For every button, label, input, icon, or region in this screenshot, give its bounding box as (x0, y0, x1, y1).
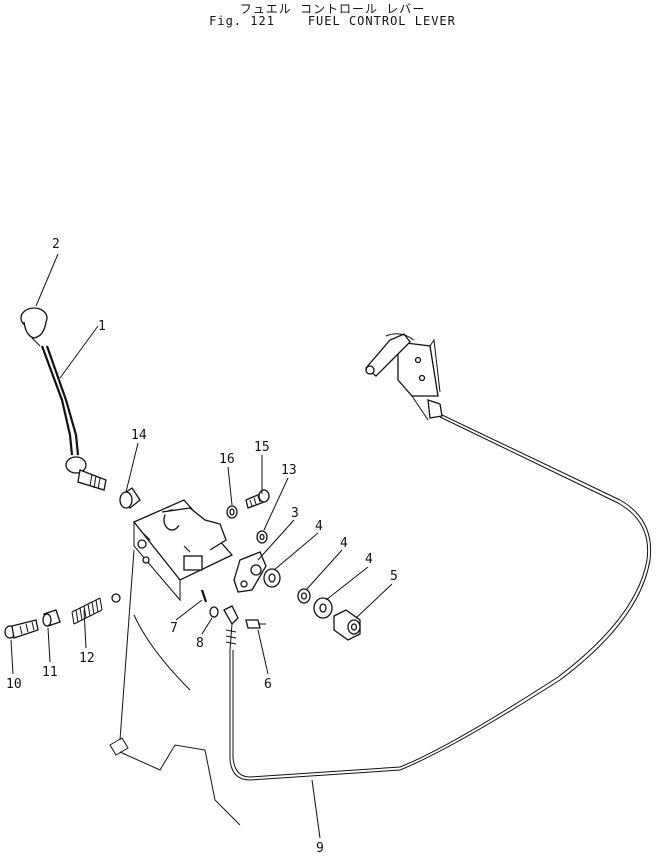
callout-13: 12 (79, 651, 95, 666)
callout-15: 14 (131, 428, 147, 443)
leader-lines (10, 253, 393, 839)
washer-9-part (209, 606, 219, 618)
control-cable-part (223, 413, 652, 781)
knob-part (20, 307, 48, 347)
bushing-part (119, 487, 141, 509)
callout-5: 4 (340, 536, 348, 551)
callout-14: 13 (281, 463, 297, 478)
figure-title-japanese: フュエル コントロール レバー (239, 2, 426, 16)
nut-6-part (333, 609, 361, 641)
spring-13-part (71, 597, 103, 625)
callout-4a: 4 (315, 519, 323, 534)
callout-labels: 2 1 14 16 15 13 3 4 4 4 5 6 7 8 9 10 11 … (6, 237, 398, 856)
washer-17-part (226, 505, 238, 519)
lever-arm-part (233, 551, 267, 593)
collar-12-part (42, 609, 61, 627)
washer-4a-part (263, 568, 281, 588)
governor-bracket-part (365, 333, 443, 421)
callout-7: 6 (264, 677, 272, 692)
figure-title: Fig. 121 FUEL CONTROL LEVER (209, 14, 456, 28)
bolt-11-part (4, 619, 39, 639)
spring-washer-5-part (297, 588, 311, 604)
callout-16: 15 (254, 440, 270, 455)
callout-9: 8 (196, 636, 204, 651)
callout-6: 5 (390, 569, 398, 584)
callout-8: 7 (170, 621, 178, 636)
callout-10: 9 (316, 841, 324, 856)
pin-7-part (245, 619, 266, 629)
bolt-16-part (245, 489, 270, 509)
washer-4b-part (313, 597, 333, 619)
pin-8-part (200, 589, 208, 603)
engine-bracket-outline (109, 549, 241, 826)
callout-11: 10 (6, 677, 22, 692)
callout-17: 16 (219, 452, 235, 467)
callout-1: 1 (98, 319, 106, 334)
bracket-plate (111, 499, 234, 603)
callout-4b: 4 (365, 552, 373, 567)
callout-3: 3 (291, 506, 299, 521)
callout-2: 2 (52, 237, 60, 252)
callout-12: 11 (42, 665, 58, 680)
nut-14-part (256, 530, 268, 544)
lever-part (40, 345, 107, 491)
